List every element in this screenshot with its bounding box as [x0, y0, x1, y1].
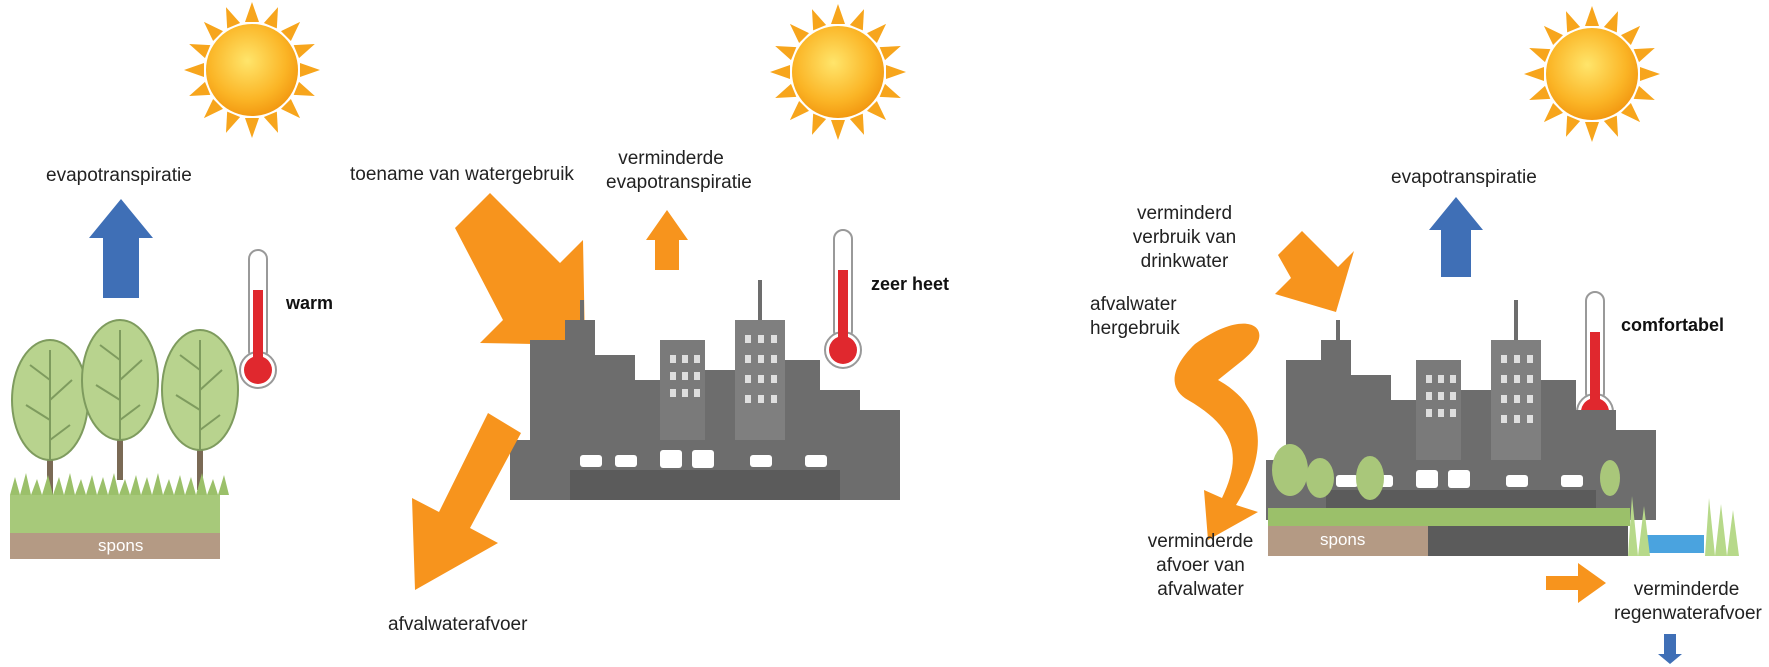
rainwater-down-arrow-blue: [1658, 634, 1682, 664]
thermometer-icon: [824, 229, 862, 369]
grass-strip: [1268, 508, 1630, 526]
middle-temperature-label: zeer heet: [871, 274, 950, 294]
reeds: [1628, 496, 1739, 556]
water-use-increase-label: toename van watergebruik: [350, 164, 574, 185]
reuse-curved-arrow: [1174, 323, 1260, 540]
left-spons-label: spons: [98, 536, 144, 555]
water-channel: [1642, 535, 1704, 553]
reduced-drinkwater-label: verminderd verbruik van drinkwater: [1132, 203, 1237, 272]
reduced-rainwater-label: verminderde regenwaterafvoer: [1614, 579, 1762, 624]
right-evapotranspiration-label: evapotranspiratie: [1391, 167, 1537, 188]
wastewater-reuse-label: afvalwater hergebruik: [1090, 294, 1180, 339]
sponge-soil: [10, 533, 220, 559]
sun-icon: [1524, 6, 1660, 142]
sun-icon: [770, 4, 906, 140]
thermometer-icon: [239, 249, 277, 389]
right-temperature-label: comfortabel: [1621, 315, 1725, 335]
sun-icon: [184, 2, 320, 138]
reduced-drinkwater-arrow: [1275, 231, 1354, 312]
reduced-sewage-label: verminderde afvoer van afvalwater: [1147, 531, 1254, 600]
water-use-arrow: [455, 193, 585, 345]
evaporation-arrow-blue: [89, 199, 153, 298]
left-temperature-label: warm: [286, 293, 334, 313]
wastewater-runoff-arrow: [412, 413, 521, 590]
grass-strip: [10, 495, 220, 533]
left-evapotranspiration-label: evapotranspiratie: [46, 165, 192, 186]
sponge-soil: [1268, 526, 1428, 556]
reduced-evapotranspiration-label: verminderde evapotranspiratie: [606, 148, 752, 193]
right-spons-label: spons: [1320, 530, 1366, 549]
grass-blades: [10, 473, 229, 495]
street-base: [1428, 526, 1628, 556]
wastewater-runoff-label: afvalwaterafvoer: [388, 614, 528, 635]
thermometer-icon: [1576, 291, 1614, 431]
rainwater-runoff-arrow: [1546, 563, 1606, 603]
small-trees-illustration: [1272, 444, 1620, 500]
evaporation-arrow-blue: [1429, 197, 1483, 277]
trees-illustration: [11, 319, 239, 501]
reduced-evaporation-arrow: [646, 210, 688, 270]
